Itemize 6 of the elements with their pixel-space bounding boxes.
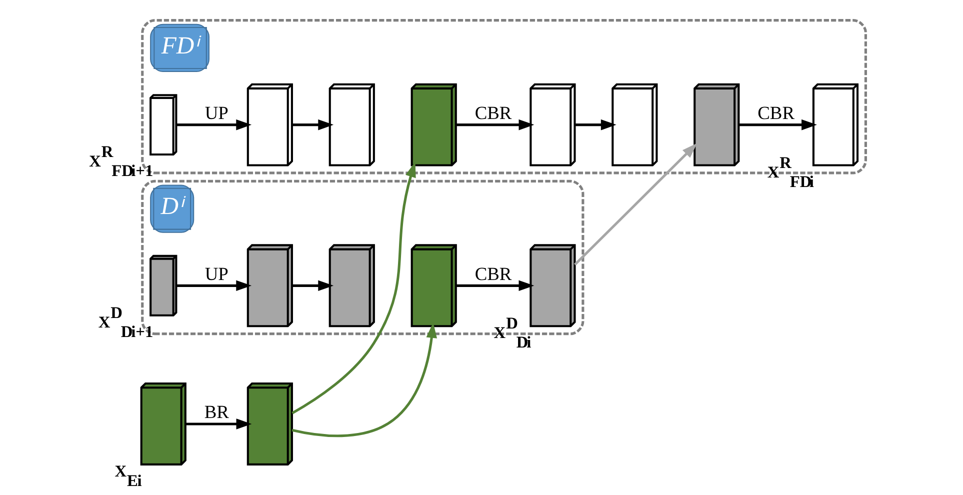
edge-label: CBR [474, 103, 512, 124]
edge-label: CBR [474, 264, 512, 284]
edge-label: UP [204, 264, 228, 284]
edge-label: BR [204, 402, 229, 422]
edge-label: UP [204, 103, 228, 124]
edge-label: CBR [758, 103, 795, 124]
